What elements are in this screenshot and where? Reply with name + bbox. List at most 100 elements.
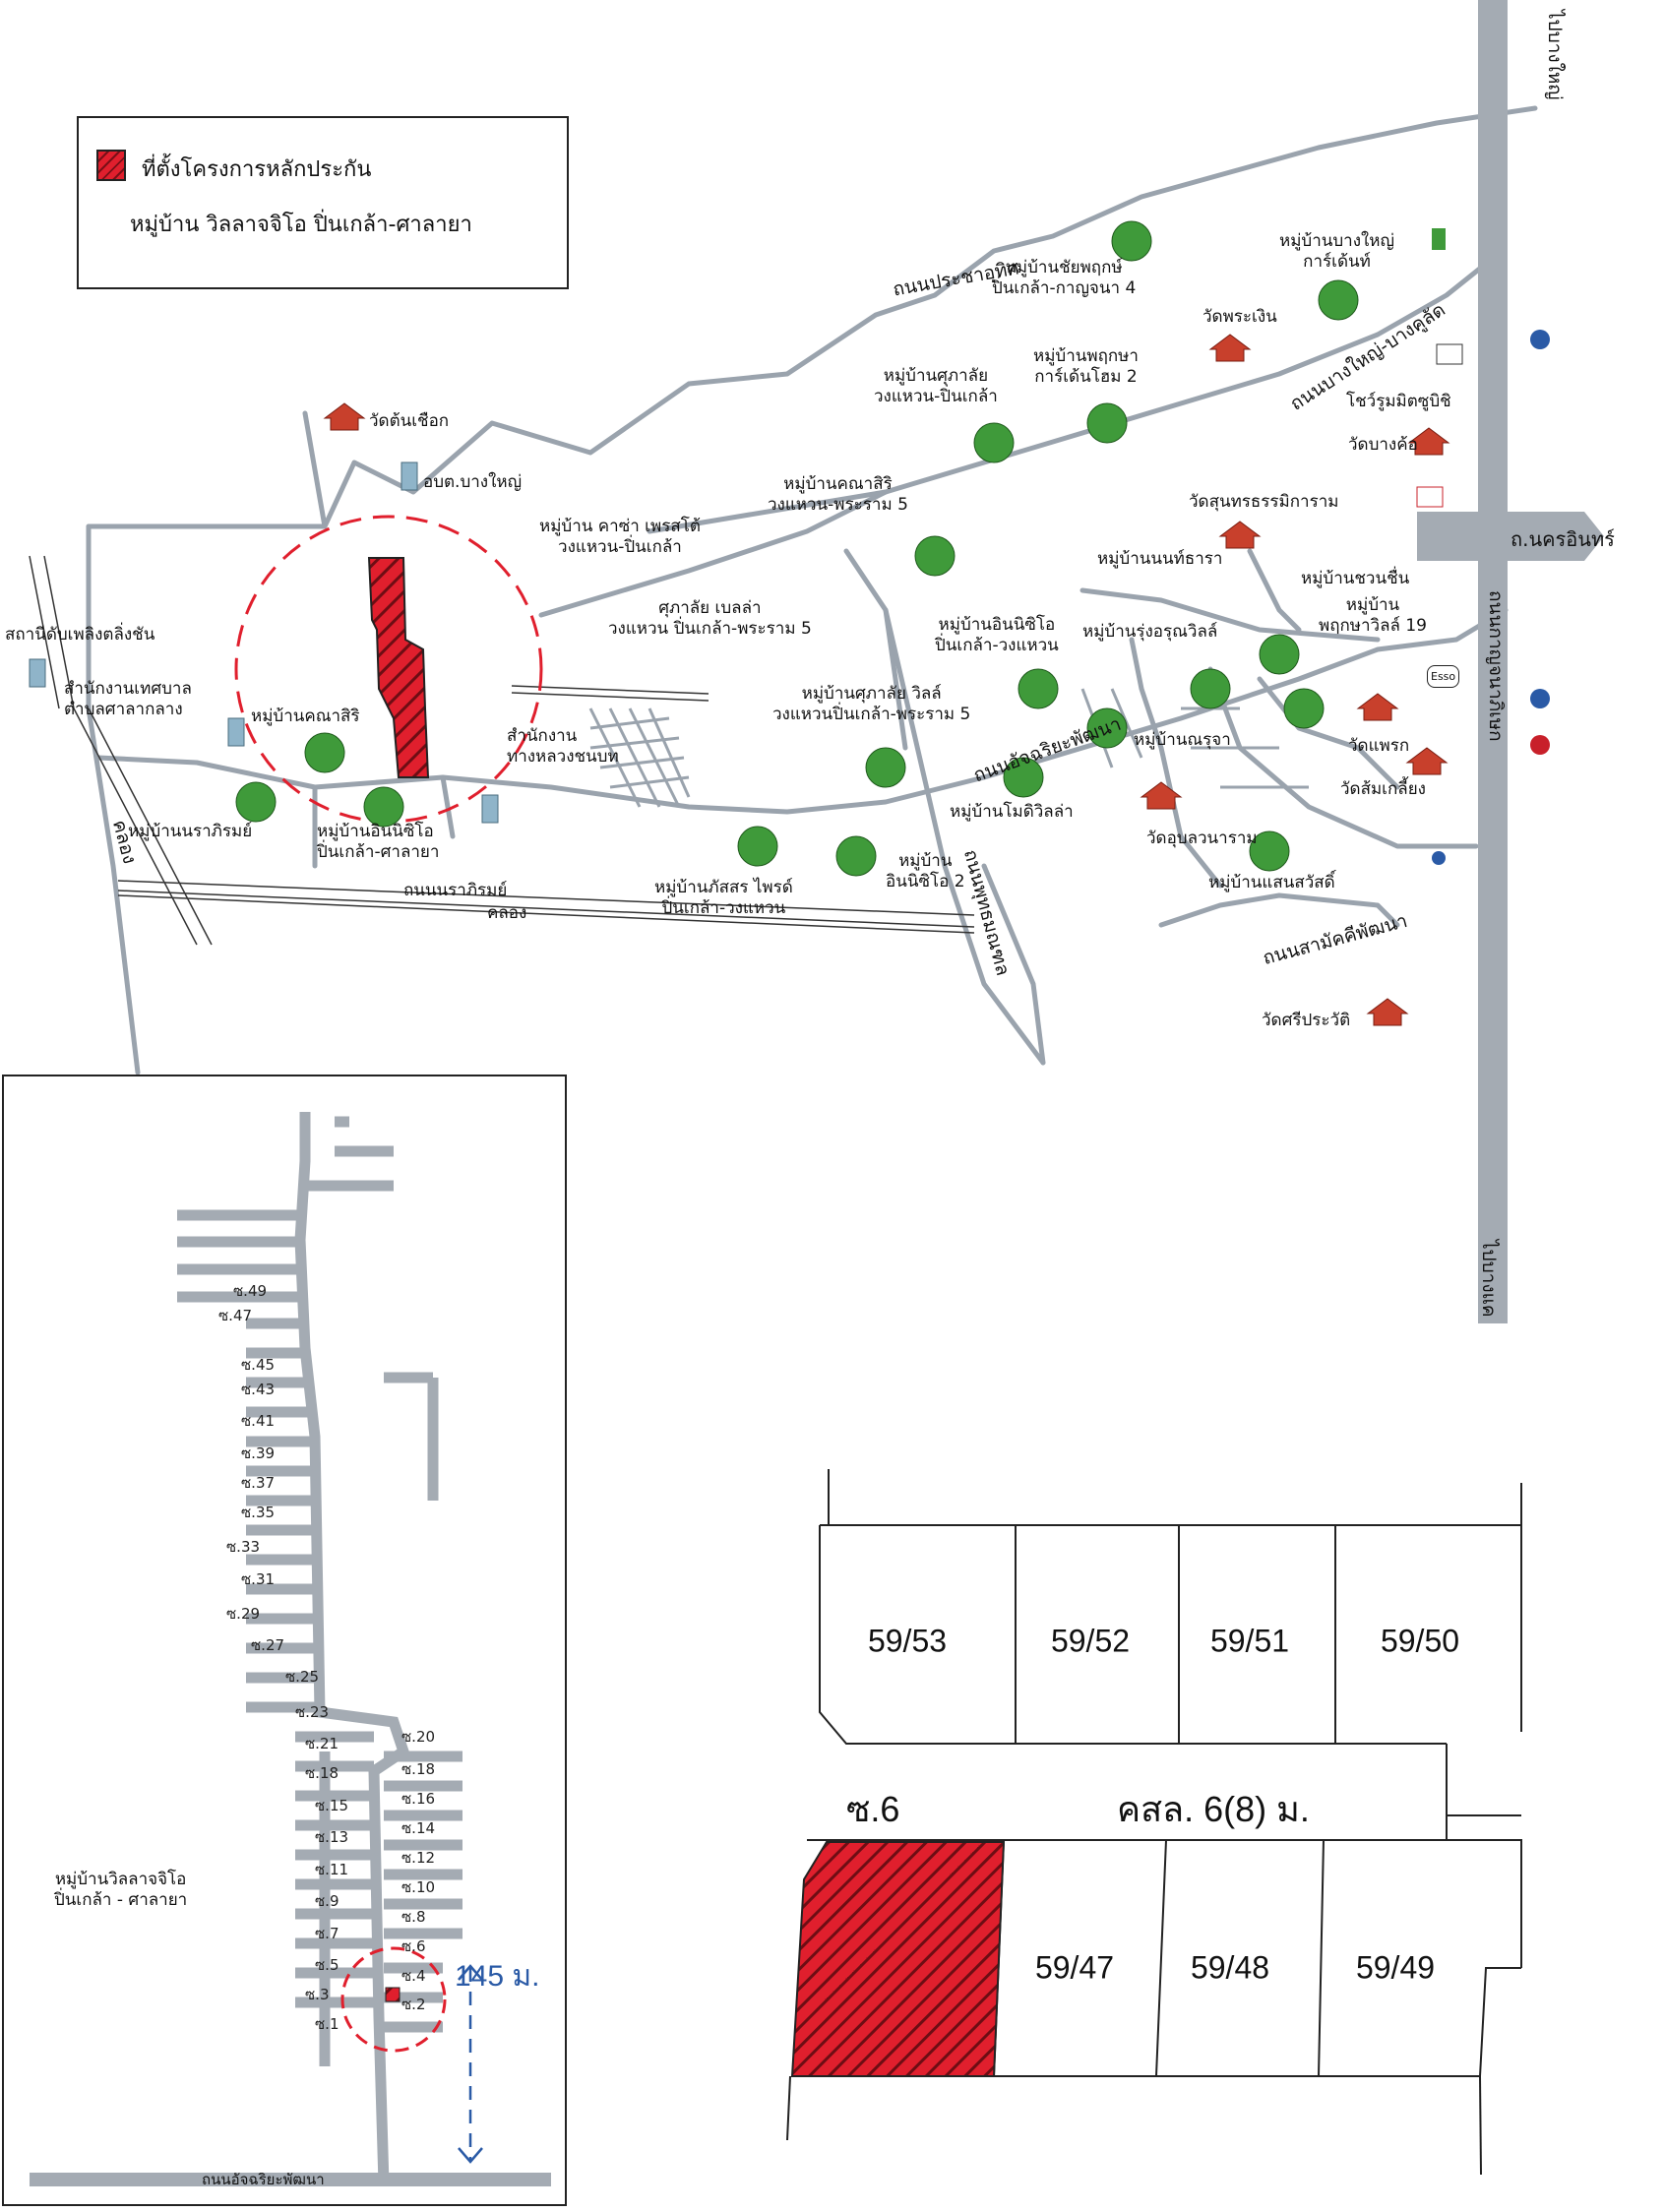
soi-label: ซ.9 — [315, 1892, 339, 1910]
village-icon — [973, 422, 1015, 463]
soi-label: ซ.11 — [315, 1861, 349, 1878]
inner-road-5 — [1247, 548, 1302, 633]
village-icon — [914, 535, 956, 577]
parcel-label: 59/50 — [1380, 1623, 1460, 1659]
plot-soi-label: ซ.6 — [846, 1789, 900, 1829]
place-mitsubishi: โชว์รูมมิตซูบิชิ — [1346, 392, 1451, 411]
soi-label: ซ.47 — [218, 1307, 253, 1324]
store-icon — [1432, 228, 1446, 250]
temple-icon — [1356, 693, 1399, 721]
soi-label: ซ.25 — [285, 1668, 320, 1686]
village-road-2 — [440, 774, 456, 839]
distance-arrow — [458, 1964, 483, 2164]
parcel-label: 59/48 — [1190, 1949, 1270, 1986]
place-supalai-wr: หมู่บ้านศุภาลัย วงแหวน-ปิ่นเกล้า — [874, 366, 998, 406]
village-icon — [1249, 830, 1290, 872]
inner-road-2 — [1129, 637, 1223, 889]
soi-label: ซ.18 — [305, 1764, 339, 1782]
road-label-nararom: ถนนนราภิรมย์ — [403, 881, 508, 900]
soi-label: ซ.15 — [315, 1797, 349, 1814]
village-icon — [1003, 757, 1044, 798]
place-modi: หมู่บ้านโมดิวิลล่า — [950, 802, 1074, 822]
nararom-road-canal — [117, 685, 975, 934]
soi-label: ซ.21 — [305, 1735, 339, 1752]
place-wat-ton-chueak: วัดต้นเชือก — [369, 411, 450, 431]
soi-label: ซ.16 — [401, 1790, 436, 1808]
place-bangyai-garden: หมู่บ้านบางใหญ่ การ์เด้นท์ — [1279, 231, 1394, 272]
plot-lane-label: คสล. 6(8) ม. — [1117, 1789, 1310, 1829]
village-icon — [1086, 707, 1128, 749]
village-icon — [363, 786, 404, 828]
place-pruksaville: หมู่บ้าน พฤกษาวิลล์ 19 — [1319, 595, 1427, 636]
samakki-road — [1158, 892, 1400, 928]
building-icon — [401, 461, 418, 491]
road-label-nakhon-in: ถ.นครอินทร์ — [1511, 527, 1615, 551]
west-road — [86, 523, 141, 1075]
place-supalai-ville: หมู่บ้านศุภาลัย วิลล์ วงแหวนปิ่นเกล้า-พร… — [772, 684, 971, 724]
soi-label: ซ.39 — [241, 1444, 276, 1462]
village-icon — [835, 835, 877, 877]
village-icons — [235, 220, 1359, 877]
temple-icon — [1405, 747, 1449, 775]
soi-label: ซ.4 — [401, 1967, 426, 1985]
phutthamonthon-road — [883, 607, 1046, 1066]
soi-label: ซ.20 — [401, 1728, 436, 1746]
soi-label: ซ.6 — [401, 1937, 426, 1955]
soi-label: ซ.31 — [241, 1570, 276, 1588]
kanchanaphisek-highway — [1417, 0, 1604, 1323]
plot-subject-parcel — [790, 1841, 1006, 2077]
soi-label: ซ.43 — [241, 1381, 276, 1398]
place-chuanchuen: หมู่บ้านชวนชื่น — [1301, 569, 1410, 588]
soi-label: ซ.3 — [305, 1986, 330, 2003]
soi-label: ซ.13 — [315, 1828, 349, 1846]
fuel-station-icon — [1530, 735, 1550, 755]
soi-label: ซ.18 — [401, 1760, 436, 1778]
road-label-bang-yai: ไปบางใหญ่ — [1544, 10, 1566, 100]
inset-distance-label: 145 ม. — [455, 1960, 540, 1993]
place-esso: Esso — [1427, 665, 1460, 688]
soi-label: ซ.35 — [241, 1504, 276, 1521]
road-label-bang-khae: ไปบางแค — [1478, 1240, 1500, 1318]
temple-icon — [1208, 334, 1252, 362]
place-wat-som: วัดส้มเกลี้ยง — [1340, 779, 1426, 799]
parcel-label: 59/51 — [1209, 1623, 1290, 1659]
place-wat-bang-kho: วัดบางค้อ — [1348, 435, 1418, 455]
legend-swatch — [96, 150, 126, 181]
main-road-network — [86, 105, 1538, 1075]
place-inizio: หมู่บ้านอินนิซิโอ ปิ่นเกล้า-ศาลายา — [317, 822, 440, 862]
soi-label: ซ.10 — [401, 1878, 436, 1896]
temple-icons — [323, 334, 1450, 1026]
place-kanasiri-1: หมู่บ้านคณาสิริ — [251, 707, 360, 726]
inset-village-label: หมู่บ้านวิลลาจจิโอ ปิ่นเกล้า - ศาลายา — [54, 1870, 188, 1910]
village-icon — [1283, 688, 1325, 729]
building-icon — [481, 794, 499, 824]
soi-label: ซ.29 — [226, 1605, 261, 1623]
place-wat-phra-ngoen: วัดพระเงิน — [1202, 307, 1277, 327]
link-road-1 — [302, 410, 328, 529]
building-icon — [227, 717, 245, 747]
pracha-uthit-road — [86, 105, 1538, 529]
village-icon — [304, 732, 345, 773]
soi-label: ซ.7 — [315, 1925, 339, 1942]
soi-label: ซ.1 — [315, 2015, 339, 2033]
fuel-station-icon — [1530, 330, 1550, 349]
bangyai-road — [538, 253, 1499, 618]
temple-icon — [1218, 521, 1262, 549]
parcel-label: 59/47 — [1034, 1949, 1115, 1986]
west-canal — [29, 555, 213, 946]
soi-label: ซ.5 — [315, 1956, 339, 1974]
parcel-label: 59/49 — [1355, 1949, 1436, 1986]
place-wat-ubon: วัดอุบลวนาราม — [1146, 829, 1258, 848]
inset-road-label: ถนนอัจฉริยะพัฒนา — [202, 2171, 325, 2188]
store-icon — [1416, 486, 1444, 508]
village-icon — [1259, 634, 1300, 675]
fuel-station-icon — [1432, 851, 1446, 865]
place-chaiyaphruek: หมู่บ้านชัยพฤกษ์ ปิ่นเกล้า-กาญจนา 4 — [992, 258, 1137, 298]
place-pruksa-garden: หมู่บ้านพฤกษา การ์เด้นโฮม 2 — [1033, 346, 1139, 387]
building-icon — [29, 658, 46, 688]
inner-road-1 — [1079, 587, 1381, 643]
inner-road-4 — [1257, 676, 1400, 790]
parcel-label: 59/52 — [1050, 1623, 1131, 1659]
soi-label: ซ.8 — [401, 1908, 426, 1926]
